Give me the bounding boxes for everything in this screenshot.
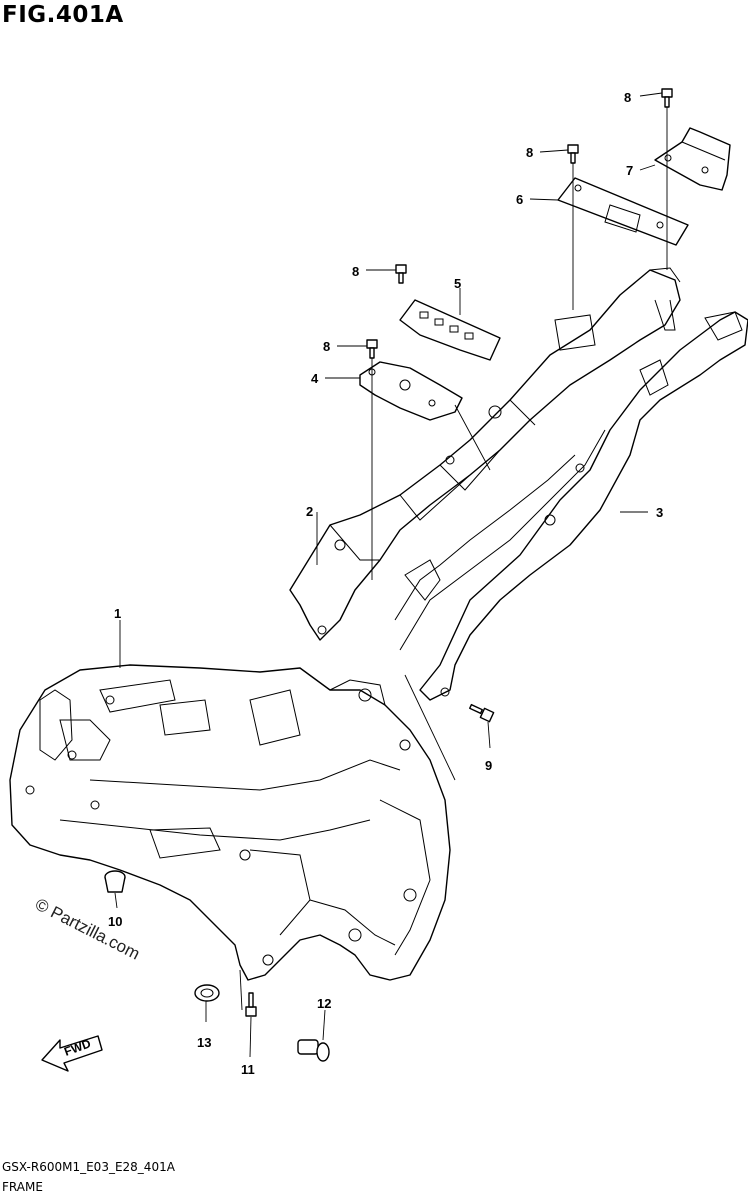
- part-1-main-frame[interactable]: [9, 664, 451, 981]
- callout-8-middle: 8: [352, 264, 359, 279]
- part-10-bushing[interactable]: [104, 870, 126, 893]
- callout-7: 7: [626, 163, 633, 178]
- part-9-bolt[interactable]: [469, 703, 495, 723]
- callout-8-lower: 8: [323, 339, 330, 354]
- callout-3: 3: [656, 505, 663, 520]
- figure-title: FIG.401A: [2, 2, 124, 28]
- callout-9: 9: [485, 758, 492, 773]
- diagram-code: GSX-R600M1_E03_E28_401A: [2, 1160, 175, 1174]
- callout-10: 10: [108, 914, 122, 929]
- leader-lines: [114, 92, 668, 1058]
- callout-8-top: 8: [624, 90, 631, 105]
- callout-1: 1: [114, 606, 121, 621]
- part-12-bolt[interactable]: [297, 1039, 330, 1062]
- diagram-name: FRAME: [2, 1180, 43, 1194]
- part-7-bracket[interactable]: [654, 127, 731, 191]
- part-3-seat-rail-right[interactable]: [394, 311, 748, 701]
- part-4-bracket[interactable]: [359, 361, 463, 421]
- part-8-bolt-top[interactable]: [661, 88, 673, 108]
- callout-4: 4: [311, 371, 319, 386]
- part-8-bolt-middle[interactable]: [395, 264, 407, 284]
- part-2-seat-rail-left[interactable]: [289, 267, 681, 641]
- part-11-bolt[interactable]: [245, 992, 257, 1017]
- callout-5: 5: [454, 276, 461, 291]
- callout-8-upper: 8: [526, 145, 533, 160]
- callout-11: 11: [241, 1062, 255, 1077]
- part-13-washer[interactable]: [194, 984, 220, 1002]
- part-5-plate[interactable]: [399, 299, 501, 361]
- callout-6: 6: [516, 192, 523, 207]
- fwd-arrow-icon: FWD: [41, 1035, 103, 1072]
- part-8-bolt-lower[interactable]: [366, 339, 378, 359]
- part-8-bolt-upper[interactable]: [567, 144, 579, 164]
- callout-12: 12: [317, 996, 331, 1011]
- callout-2: 2: [306, 504, 313, 519]
- callout-13: 13: [197, 1035, 211, 1050]
- watermark-text: © Partzilla.com: [32, 895, 143, 964]
- part-6-seat-bracket[interactable]: [557, 177, 689, 246]
